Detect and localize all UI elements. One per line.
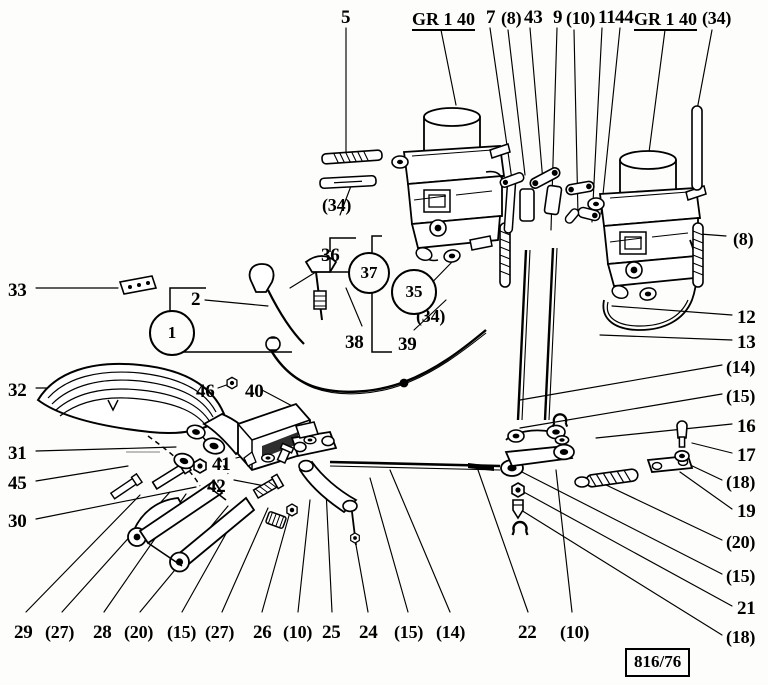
- callout-top-10: (34): [702, 8, 732, 28]
- cable-choke: [304, 255, 338, 321]
- callout-top-6: (10): [566, 8, 596, 28]
- spring-19-assembly: [574, 420, 694, 488]
- callout-right-1: 13: [737, 332, 756, 353]
- callout-bottom-0: 29: [14, 622, 33, 643]
- callout-right-10: 21: [737, 598, 756, 619]
- callout-bottom-6: 26: [253, 622, 272, 643]
- callout-top-8: 44: [615, 7, 634, 28]
- callout-right-3: (15): [726, 386, 756, 406]
- callout-bottom-12: 22: [518, 622, 537, 643]
- callout-interior-8: 41: [212, 454, 231, 475]
- callout-right-0: 12: [737, 307, 756, 328]
- cable-throttle: [248, 263, 487, 395]
- carburettor-left: [391, 107, 511, 263]
- callout-bottom-11: (14): [436, 622, 466, 642]
- callout-top-9: GR 1 40: [634, 9, 697, 31]
- callout-interior-1: 36: [321, 245, 340, 266]
- callout-right-2: (14): [726, 357, 756, 377]
- callout-top-1: GR 1 40: [412, 9, 475, 31]
- pedal-lever-assembly: [127, 479, 256, 573]
- callout-interior-5: 39: [398, 334, 417, 355]
- figure-number-box: 816/76: [625, 648, 691, 677]
- bracket-37-outline: [329, 237, 356, 273]
- carburettor-right: [587, 150, 707, 331]
- callout-circled-2: 35: [391, 269, 437, 315]
- callout-bottom-7: (10): [283, 622, 313, 642]
- callout-left-0: 33: [8, 280, 27, 301]
- fasteners-left-group: [109, 376, 298, 529]
- callout-left-1: 32: [8, 380, 27, 401]
- callout-right-4: 16: [737, 416, 756, 437]
- callout-top-3: (8): [501, 8, 522, 28]
- callout-bottom-13: (10): [560, 622, 590, 642]
- callout-bottom-5: (27): [205, 622, 235, 642]
- callout-right-7: 19: [737, 501, 756, 522]
- callout-interior-2: 2: [191, 289, 201, 310]
- part-26-lever: [298, 459, 360, 546]
- part-33-strip: [118, 275, 158, 295]
- callout-top-0: 5: [341, 7, 351, 28]
- callout-circled-0: 1: [149, 310, 195, 356]
- callout-interior-4: 38: [345, 332, 364, 353]
- callout-right-11: (18): [726, 627, 756, 647]
- callout-left-2: 31: [8, 443, 27, 464]
- callout-top-2: 7: [486, 7, 496, 28]
- callout-right-6: (18): [726, 472, 756, 492]
- callout-circled-1: 37: [348, 252, 390, 294]
- callout-left-3: 45: [8, 473, 27, 494]
- callout-bottom-10: (15): [394, 622, 424, 642]
- callout-top-4: 43: [524, 7, 543, 28]
- callout-left-4: 30: [8, 511, 27, 532]
- callout-right-8: (20): [726, 532, 756, 552]
- callout-bottom-3: (20): [124, 622, 154, 642]
- callout-interior-7: 40: [245, 381, 264, 402]
- leader-lines-bottom: [25, 469, 573, 613]
- part-25-bellcrank: [290, 421, 338, 458]
- callout-bottom-1: (27): [45, 622, 75, 642]
- callout-top-7: 11: [598, 7, 616, 28]
- callout-interior-6: 46: [196, 381, 215, 402]
- callout-bottom-4: (15): [167, 622, 197, 642]
- cross-shaft: [329, 413, 575, 537]
- part-8-rods: [499, 105, 704, 288]
- vertical-linkage-rods: [499, 167, 601, 421]
- callout-bottom-2: 28: [93, 622, 112, 643]
- callout-bottom-8: 25: [322, 622, 341, 643]
- leader-lines-top: [345, 27, 713, 231]
- callout-interior-10: (8): [733, 229, 754, 249]
- callout-right-9: (15): [726, 566, 756, 586]
- rod-34-upper: [319, 149, 383, 190]
- callout-interior-9: 42: [207, 476, 226, 497]
- callout-interior-0: (34): [322, 195, 352, 215]
- callout-top-5: 9: [553, 7, 563, 28]
- callout-right-5: 17: [737, 445, 756, 466]
- callout-bottom-9: 24: [359, 622, 378, 643]
